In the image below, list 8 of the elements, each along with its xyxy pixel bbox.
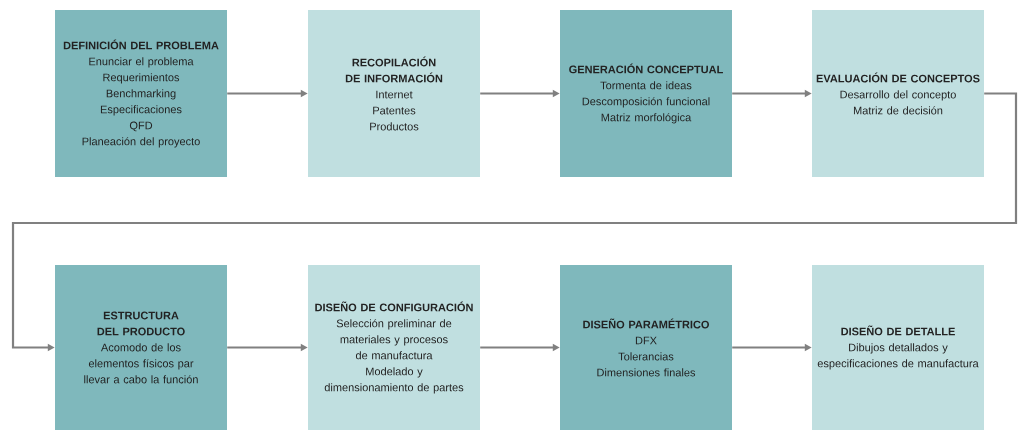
process-box: DISEÑO PARAMÉTRICO DFX Tolerancias Dimensiones finales <box>560 265 732 430</box>
process-box: RECOPILACIÓN DE INFORMACIÓN Internet Patentes Productos <box>308 10 480 177</box>
process-box: EVALUACIÓN DE CONCEPTOS Desarrollo del concepto Matriz de decisión <box>812 10 984 177</box>
process-box: ESTRUCTURA DEL PRODUCTO Acomodo de los elementos físicos par llevar a cabo la función <box>55 265 227 430</box>
process-box: GENERACIÓN CONCEPTUAL Tormenta de ideas Descomposición funcional Matriz morfológica <box>560 10 732 177</box>
process-box: DEFINICIÓN DEL PROBLEMA Enunciar el problema Requerimientos Benchmarking Especificaciones QFD Planeación del proyecto <box>55 10 227 177</box>
process-box: DISEÑO DE DETALLE Dibujos detallados y especificaciones de manufactura <box>812 265 984 430</box>
process-box: DISEÑO DE CONFIGURACIÓN Selección preliminar de materiales y procesos de manufactura Modelado y dimensionamiento de partes <box>308 265 480 430</box>
